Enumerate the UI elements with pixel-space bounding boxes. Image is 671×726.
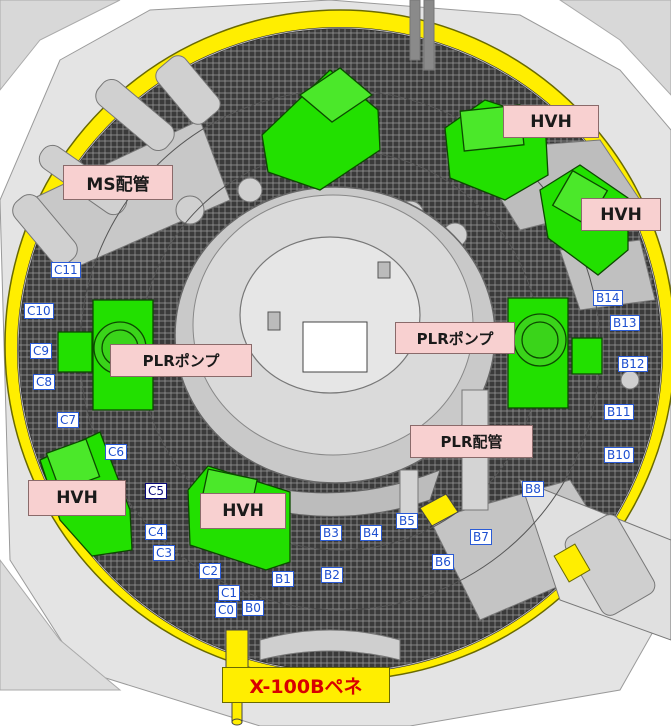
marker-b6: B6 (432, 554, 454, 570)
marker-b1: B1 (272, 571, 294, 587)
marker-c1: C1 (218, 585, 241, 601)
hvh-unit-top (261, 67, 381, 191)
marker-c6: C6 (105, 444, 128, 460)
marker-b4: B4 (360, 525, 382, 541)
hvh-bottom-label: HVH (200, 493, 286, 529)
marker-b12: B12 (618, 356, 648, 372)
ms-piping-label: MS配管 (63, 165, 173, 200)
marker-b14: B14 (593, 290, 623, 306)
marker-c10: C10 (24, 303, 54, 319)
marker-c8: C8 (33, 374, 56, 390)
marker-b8: B8 (522, 481, 544, 497)
marker-b11: B11 (604, 404, 634, 420)
plr-piping-label: PLR配管 (410, 425, 533, 458)
marker-b5: B5 (396, 513, 418, 529)
marker-c11: C11 (51, 262, 81, 278)
yellow-block (419, 493, 459, 527)
marker-b7: B7 (470, 529, 492, 545)
marker-b10: B10 (604, 447, 634, 463)
hvh-right-label: HVH (581, 198, 661, 231)
marker-b0: B0 (242, 600, 264, 616)
plr-pump-right-unit (507, 297, 603, 409)
marker-c4: C4 (145, 524, 168, 540)
hvh-left-label: HVH (28, 480, 126, 516)
plr-pump-left-label: PLRポンプ (110, 344, 252, 377)
marker-c0: C0 (215, 602, 238, 618)
marker-b2: B2 (321, 567, 343, 583)
plr-pump-right-label: PLRポンプ (395, 322, 515, 354)
marker-c5: C5 (145, 483, 168, 499)
hvh-top-right-label: HVH (503, 105, 599, 138)
marker-c7: C7 (57, 412, 80, 428)
x-100b-penetration-label: X-100Bペネ (222, 667, 390, 703)
marker-c3: C3 (153, 545, 176, 561)
marker-c2: C2 (199, 563, 222, 579)
pedestal (174, 186, 496, 517)
marker-c9: C9 (30, 343, 53, 359)
marker-b13: B13 (610, 315, 640, 331)
marker-b3: B3 (320, 525, 342, 541)
